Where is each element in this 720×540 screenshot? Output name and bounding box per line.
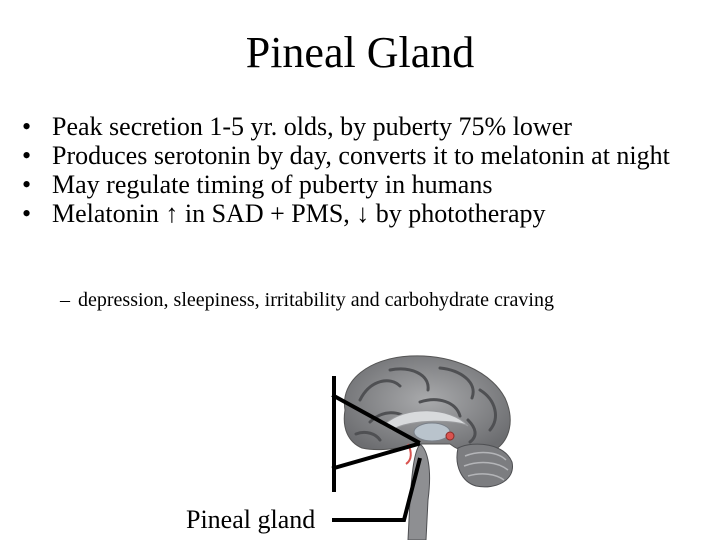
cerebellum-folds bbox=[463, 451, 509, 481]
sub-bullet: –depression, sleepiness, irritability an… bbox=[60, 288, 554, 312]
corpus-callosum bbox=[384, 410, 469, 431]
bullet-item: • Peak secretion 1-5 yr. olds, by puberty… bbox=[22, 112, 702, 141]
bullet-text: Produces serotonin by day, converts it t… bbox=[52, 141, 670, 170]
bullet-text: May regulate timing of puberty in humans bbox=[52, 170, 493, 199]
bullet-marker: • bbox=[22, 170, 32, 199]
brain-sagittal-illustration bbox=[331, 355, 513, 540]
sub-bullet-text: depression, sleepiness, irritability and… bbox=[78, 289, 554, 311]
bullet-text: Peak secretion 1-5 yr. olds, by puberty … bbox=[52, 112, 572, 141]
bullet-list: • Peak secretion 1-5 yr. olds, by puberty… bbox=[22, 112, 702, 228]
figure-caption: Pineal gland bbox=[186, 505, 316, 534]
slide-title: Pineal Gland bbox=[245, 28, 475, 77]
brainstem bbox=[407, 443, 431, 540]
sub-bullet-marker: – bbox=[60, 289, 70, 311]
bullet-item: • Melatonin ↑ in SAD + PMS, ↓ by photothe… bbox=[22, 199, 702, 228]
bullet-text: Melatonin ↑ in SAD + PMS, ↓ by photother… bbox=[52, 199, 546, 228]
gyri-folds bbox=[354, 366, 497, 444]
caption-background bbox=[184, 504, 332, 540]
bullet-marker: • bbox=[22, 112, 32, 141]
pointer-lines bbox=[331, 376, 421, 492]
caption-pointer-line bbox=[332, 457, 422, 522]
bullet-marker: • bbox=[22, 199, 32, 228]
pineal-gland-marker bbox=[445, 431, 455, 441]
bullet-item: • Produces serotonin by day, converts it … bbox=[22, 141, 702, 170]
bullet-marker: • bbox=[22, 141, 32, 170]
bullet-item: • May regulate timing of puberty in human… bbox=[22, 170, 702, 199]
thalamus bbox=[413, 422, 451, 442]
